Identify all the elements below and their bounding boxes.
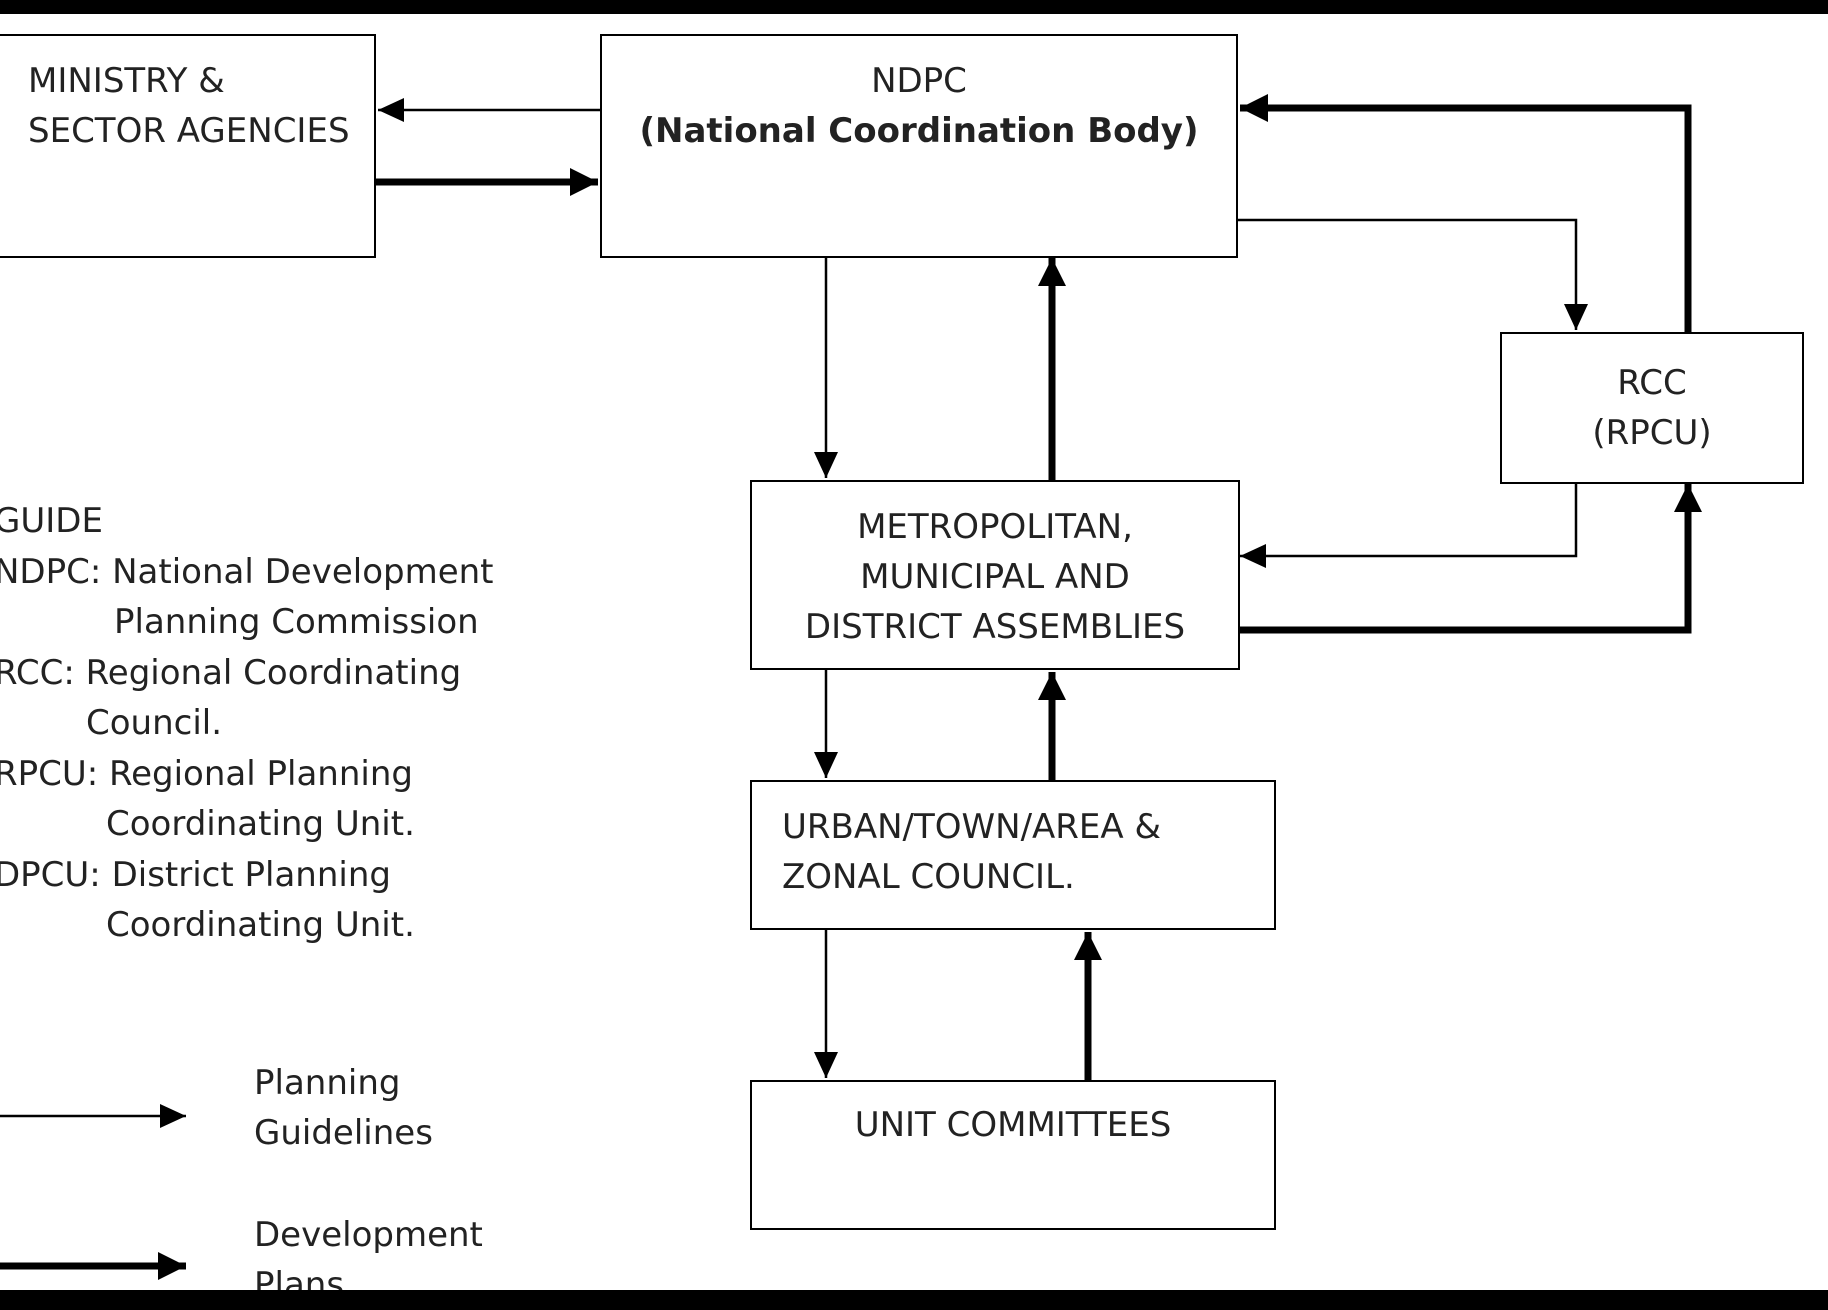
legend-development-line-1: Development <box>254 1215 483 1255</box>
node-ndpc-line-1: NDPC <box>871 61 967 101</box>
node-unit-committees: UNIT COMMITTEES <box>750 1080 1276 1230</box>
legend-planning-label: Planning Guidelines <box>254 1058 433 1158</box>
legend-planning-line-2: Guidelines <box>254 1113 433 1153</box>
arrow-ndpc-to-rcc <box>1238 218 1588 330</box>
guide-dpcu: DPCU: District Planning <box>0 854 391 895</box>
node-urban: URBAN/TOWN/AREA & ZONAL COUNCIL. <box>750 780 1276 930</box>
arrow-rcc-to-mmda <box>1240 482 1578 568</box>
guide-block: GUIDE NDPC: National Development Plannin… <box>0 496 494 951</box>
node-rcc: RCC (RPCU) <box>1500 332 1804 484</box>
guide-rcc: RCC: Regional Coordinating <box>0 652 462 693</box>
arrow-mmda-to-rcc <box>1240 484 1702 634</box>
node-mmda-line-1: METROPOLITAN, <box>857 507 1133 547</box>
guide-ndpc: NDPC: National Development <box>0 551 494 592</box>
node-ministry: MINISTRY & SECTOR AGENCIES <box>0 34 376 258</box>
arrow-rcc-to-ndpc <box>1240 94 1692 332</box>
node-ndpc-line-2: (National Coordination Body) <box>639 111 1199 151</box>
node-mmda: METROPOLITAN, MUNICIPAL AND DISTRICT ASS… <box>750 480 1240 670</box>
guide-rpcu: RPCU: Regional Planning <box>0 753 413 794</box>
node-mmda-line-3: DISTRICT ASSEMBLIES <box>804 607 1186 647</box>
node-ministry-line-2: SECTOR AGENCIES <box>28 111 350 151</box>
bottom-frame <box>0 1290 1828 1305</box>
node-rcc-line-1: RCC <box>1617 363 1687 403</box>
diagram-canvas <box>0 14 1828 1290</box>
guide-rcc-cont: Council. <box>86 703 223 743</box>
node-ministry-line-1: MINISTRY & <box>28 61 225 101</box>
node-urban-line-2: ZONAL COUNCIL. <box>782 857 1075 897</box>
guide-title: GUIDE <box>0 501 103 541</box>
legend-planning-line-1: Planning <box>254 1063 401 1103</box>
node-mmda-line-2: MUNICIPAL AND <box>860 557 1130 597</box>
node-ndpc: NDPC (National Coordination Body) <box>600 34 1238 258</box>
node-unit-line-1: UNIT COMMITTEES <box>854 1105 1172 1145</box>
node-urban-line-1: URBAN/TOWN/AREA & <box>782 807 1161 847</box>
guide-ndpc-cont: Planning Commission <box>114 602 479 642</box>
node-rcc-line-2: (RPCU) <box>1592 413 1712 453</box>
guide-rpcu-cont: Coordinating Unit. <box>106 804 415 844</box>
guide-dpcu-cont: Coordinating Unit. <box>106 905 415 945</box>
